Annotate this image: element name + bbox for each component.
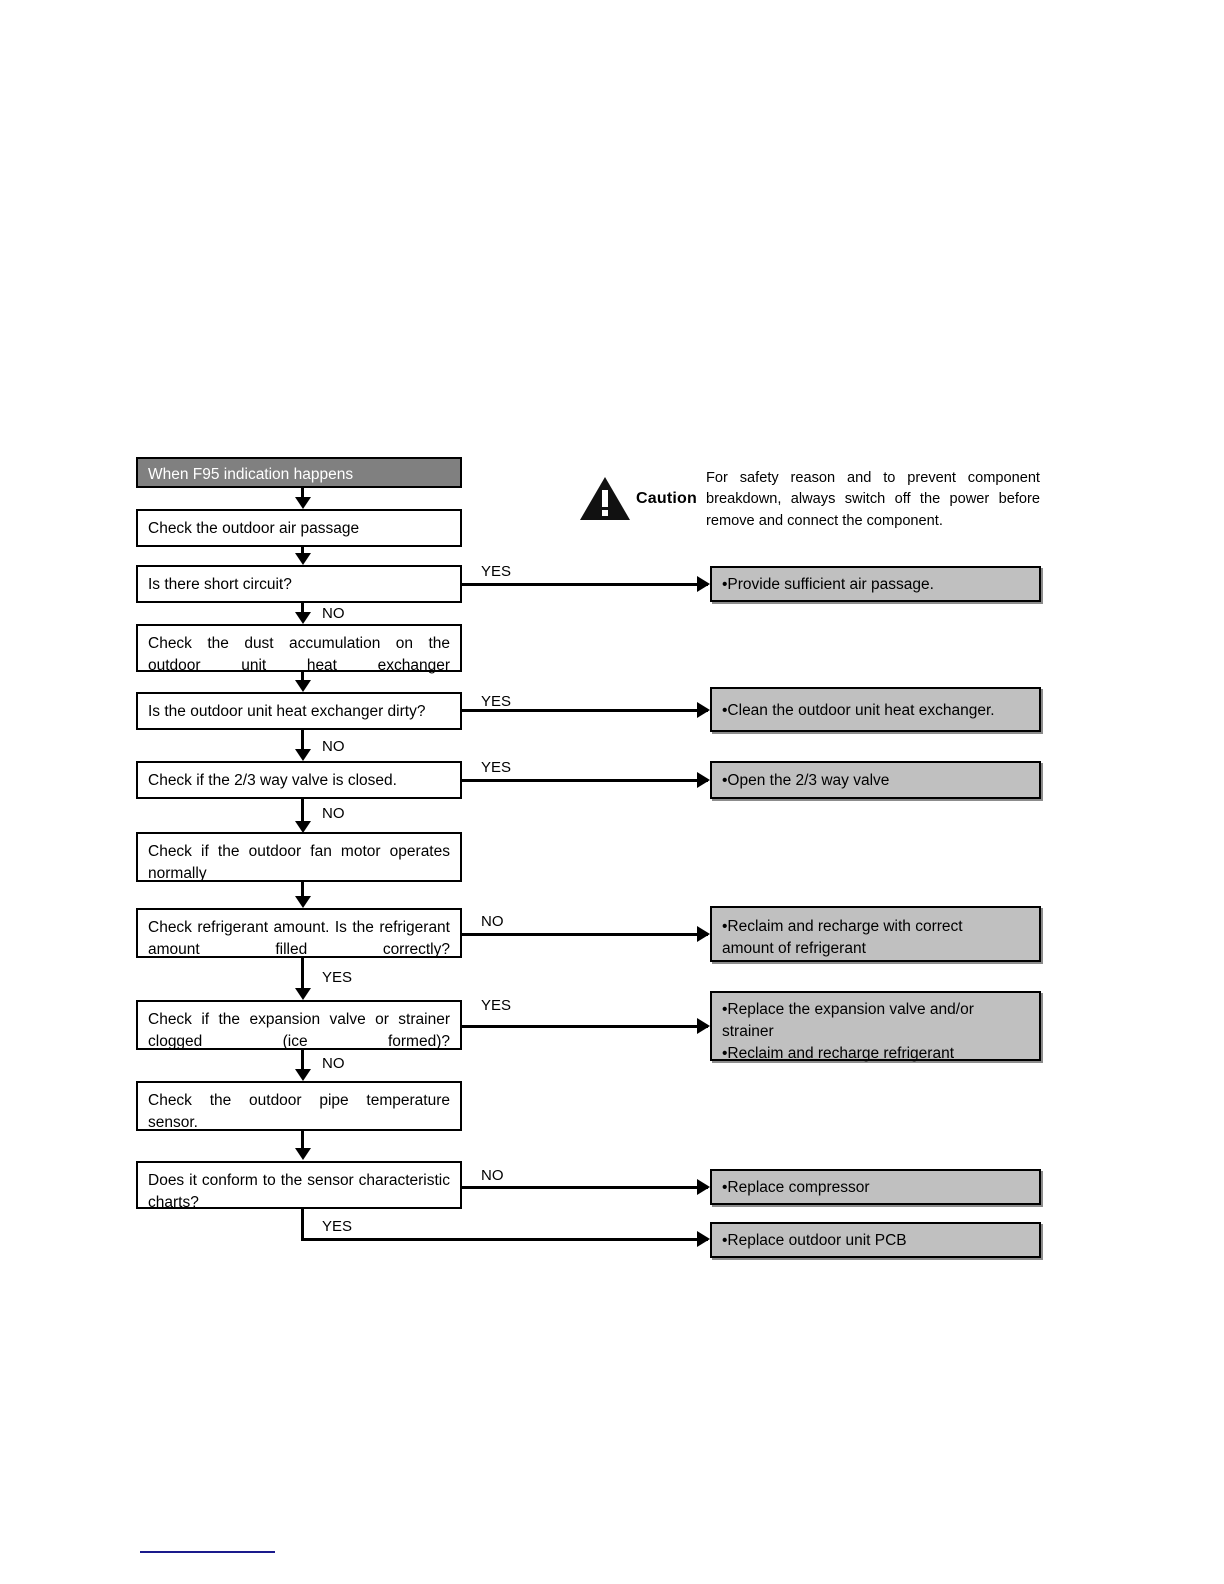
node-sensor-conform: Does it conform to the sensor characteri… [136, 1161, 462, 1211]
action-line: •Open the 2/3 way valve [722, 772, 890, 789]
arrow-dust-to-exchanger-dirty [295, 680, 311, 692]
node-pipe-sensor-label: Check the outdoor pipe temperature senso… [148, 1092, 455, 1131]
arrow-refrigerant-to-expansion [295, 988, 311, 1000]
node-check-air-passage: Check the outdoor air passage [136, 509, 462, 547]
connector-fan-motor-to-refrigerant [301, 882, 304, 898]
connector-conform-yes-run [301, 1238, 708, 1241]
action-line: amount of refrigerant [722, 940, 866, 957]
arrow-expansion-to-pipe-sensor [295, 1069, 311, 1081]
node-refrigerant-amount-label: Check refrigerant amount. Is the refrige… [148, 919, 455, 958]
arrow-conform-yes [697, 1231, 710, 1247]
caution-icon-group: Caution [578, 473, 698, 525]
connector-refrigerant-no [462, 933, 708, 936]
node-sensor-conform-label: Does it conform to the sensor characteri… [148, 1172, 455, 1211]
caution-note: Caution For safety reason and to prevent… [578, 468, 1040, 538]
node-expansion-valve: Check if the expansion valve or strainer… [136, 1000, 462, 1050]
action-line: •Clean the outdoor unit heat exchanger. [722, 702, 995, 719]
connector-valve-to-fan-motor [301, 799, 304, 823]
connector-conform-no [462, 1186, 708, 1189]
action-replace-expansion-valve: •Replace the expansion valve and/or stra… [710, 991, 1041, 1062]
edge-label-exchanger-dirty-no: NO [322, 738, 345, 755]
edge-label-expansion-yes: YES [481, 997, 512, 1014]
caution-text: For safety reason and to prevent compone… [706, 470, 1040, 529]
node-short-circuit-label: Is there short circuit? [148, 576, 292, 593]
node-expansion-valve-label: Check if the expansion valve or strainer… [148, 1011, 455, 1050]
action-replace-compressor: •Replace compressor [710, 1169, 1041, 1205]
warning-triangle-icon [580, 477, 630, 520]
node-refrigerant-amount: Check refrigerant amount. Is the refrige… [136, 908, 462, 958]
node-fan-motor: Check if the outdoor fan motor operates … [136, 832, 462, 882]
node-pipe-sensor: Check the outdoor pipe temperature senso… [136, 1081, 462, 1131]
action-recharge-refrigerant: •Reclaim and recharge with correct amoun… [710, 906, 1041, 962]
node-short-circuit: Is there short circuit? [136, 565, 462, 603]
action-line: •Reclaim and recharge with correct [722, 918, 963, 935]
edge-label-refrigerant-no: NO [481, 913, 504, 930]
node-exchanger-dirty-label: Is the outdoor unit heat exchanger dirty… [148, 703, 426, 720]
edge-label-short-circuit-no: NO [322, 605, 345, 622]
action-open-valve: •Open the 2/3 way valve [710, 761, 1041, 799]
action-line: •Replace the expansion valve and/or [722, 1001, 974, 1018]
action-line: •Reclaim and recharge refrigerant [722, 1045, 955, 1062]
node-valve-closed: Check if the 2/3 way valve is closed. [136, 761, 462, 799]
connector-dust-to-exchanger-dirty [301, 672, 304, 681]
arrow-valve-to-fan-motor [295, 821, 311, 833]
arrow-exchanger-dirty-yes [697, 702, 710, 718]
connector-short-circuit-yes [462, 583, 708, 586]
connector-conform-yes-drop [301, 1209, 304, 1241]
node-valve-closed-label: Check if the 2/3 way valve is closed. [148, 772, 397, 789]
arrow-refrigerant-no [697, 926, 710, 942]
edge-label-valve-no: NO [322, 805, 345, 822]
action-line: •Replace compressor [722, 1179, 870, 1196]
edge-label-refrigerant-yes: YES [322, 969, 353, 986]
connector-short-circuit-to-dust [301, 603, 304, 614]
arrow-fan-motor-to-refrigerant [295, 896, 311, 908]
arrow-valve-yes [697, 772, 710, 788]
edge-label-valve-yes: YES [481, 759, 512, 776]
footer-rule [140, 1551, 275, 1553]
action-line: •Provide sufficient air passage. [722, 576, 934, 593]
action-provide-air-passage: •Provide sufficient air passage. [710, 566, 1041, 602]
action-line: •Replace outdoor unit PCB [722, 1232, 907, 1249]
connector-exchanger-dirty-yes [462, 709, 708, 712]
action-line: strainer [722, 1023, 774, 1040]
node-check-air-passage-label: Check the outdoor air passage [148, 520, 360, 537]
connector-valve-yes [462, 779, 708, 782]
flowchart-start-label: When F95 indication happens [148, 466, 354, 483]
connector-expansion-to-pipe-sensor [301, 1050, 304, 1072]
connector-exchanger-dirty-to-valve [301, 730, 304, 752]
connector-pipe-sensor-to-conform [301, 1131, 304, 1151]
flowchart-start-node: When F95 indication happens [136, 457, 462, 488]
connector-air-passage-to-short-circuit [301, 547, 304, 554]
arrow-short-circuit-to-dust [295, 612, 311, 624]
connector-refrigerant-to-expansion [301, 958, 304, 990]
edge-label-expansion-no: NO [322, 1055, 345, 1072]
arrow-short-circuit-yes [697, 576, 710, 592]
action-replace-pcb: •Replace outdoor unit PCB [710, 1222, 1041, 1258]
arrow-conform-no [697, 1179, 710, 1195]
node-check-dust: Check the dust accumulation on the outdo… [136, 624, 462, 674]
action-clean-exchanger: •Clean the outdoor unit heat exchanger. [710, 687, 1041, 732]
node-check-dust-label: Check the dust accumulation on the outdo… [148, 635, 455, 674]
arrow-expansion-yes [697, 1018, 710, 1034]
edge-label-conform-yes: YES [322, 1218, 353, 1235]
arrow-start-to-air-passage [295, 497, 311, 509]
arrow-pipe-sensor-to-conform [295, 1148, 311, 1160]
edge-label-conform-no: NO [481, 1167, 504, 1184]
arrow-air-passage-to-short-circuit [295, 553, 311, 565]
node-fan-motor-label: Check if the outdoor fan motor operates … [148, 843, 455, 882]
caution-label: Caution [636, 490, 697, 507]
edge-label-short-circuit-yes: YES [481, 563, 512, 580]
connector-expansion-yes [462, 1025, 708, 1028]
connector-start-to-air-passage [301, 488, 304, 498]
node-exchanger-dirty: Is the outdoor unit heat exchanger dirty… [136, 692, 462, 730]
arrow-exchanger-dirty-to-valve [295, 749, 311, 761]
edge-label-exchanger-dirty-yes: YES [481, 693, 512, 710]
